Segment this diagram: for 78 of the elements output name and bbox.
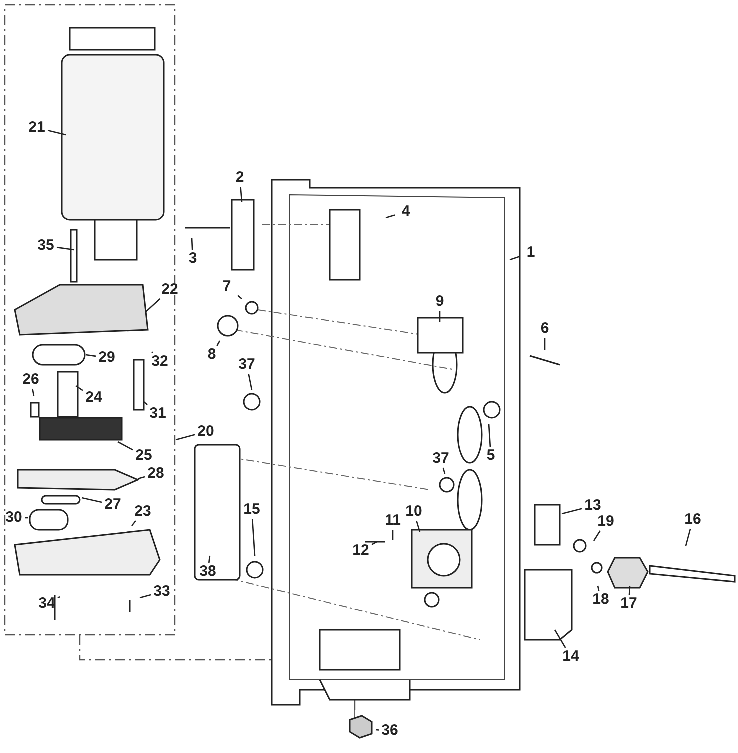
leader-line — [628, 586, 631, 596]
leader-line — [82, 497, 102, 504]
callout-number: 24 — [83, 389, 105, 407]
leader-line — [248, 374, 253, 390]
leader-line — [416, 520, 421, 532]
callout-number: 8 — [201, 346, 223, 364]
leader-line — [48, 130, 66, 136]
leader-line — [191, 238, 194, 250]
callout-number: 1 — [520, 244, 542, 262]
callout-number: 22 — [159, 281, 181, 299]
callout-number: 37 — [430, 450, 452, 468]
callout-number: 35 — [35, 237, 57, 255]
callout-number: 10 — [403, 503, 425, 521]
callout-number: 28 — [145, 465, 167, 483]
callout-number: 11 — [382, 512, 404, 530]
callout-number: 5 — [480, 447, 502, 465]
leader-line — [86, 354, 96, 358]
callout-number: 38 — [197, 563, 219, 581]
callout-number: 6 — [534, 320, 556, 338]
callout-number: 31 — [147, 405, 169, 423]
leader-line — [144, 402, 148, 406]
leader-line — [216, 340, 221, 346]
callout-number: 27 — [102, 496, 124, 514]
leader-line — [25, 517, 28, 519]
leader-line — [140, 594, 152, 599]
callout-number: 12 — [350, 542, 372, 560]
leader-line — [176, 434, 196, 441]
callout-number: 19 — [595, 513, 617, 531]
leader-line — [442, 468, 446, 474]
leader-line — [685, 528, 692, 546]
leader-line — [562, 508, 582, 515]
leader-line — [76, 385, 84, 392]
callout-number: 25 — [133, 447, 155, 465]
callout-number: 30 — [3, 509, 25, 527]
leader-line — [510, 256, 520, 261]
leader-line — [238, 295, 242, 300]
callout-number: 34 — [36, 595, 58, 613]
callout-number: 21 — [26, 119, 48, 137]
callout-number: 3 — [182, 250, 204, 268]
leader-line — [593, 530, 601, 542]
leader-line — [544, 338, 546, 350]
leader-line — [146, 298, 161, 312]
leader-line — [32, 388, 35, 396]
leader-line — [554, 630, 566, 648]
callout-number: 23 — [132, 503, 154, 521]
callout-number: 4 — [395, 203, 417, 221]
callout-number: 18 — [590, 591, 612, 609]
leader-line — [597, 586, 600, 592]
callout-number: 16 — [682, 511, 704, 529]
callout-number: 37 — [236, 356, 258, 374]
leader-line — [152, 352, 154, 354]
leader-line — [208, 556, 211, 564]
leader-line — [439, 311, 441, 322]
leader-line — [252, 518, 256, 556]
callout-number: 13 — [582, 497, 604, 515]
callout-number: 29 — [96, 349, 118, 367]
callout-number: 36 — [379, 722, 401, 740]
callout-number: 7 — [216, 278, 238, 296]
leader-line — [376, 729, 380, 731]
leader-line — [372, 541, 378, 546]
leader-line — [138, 476, 146, 480]
callout-number: 14 — [560, 648, 582, 666]
callout-number: 15 — [241, 501, 263, 519]
callout-number: 20 — [195, 423, 217, 441]
leader-line — [240, 186, 243, 202]
leader-line — [58, 596, 60, 599]
leader-line — [392, 530, 394, 540]
leader-line — [118, 441, 134, 451]
leader-line — [488, 424, 492, 448]
leader-line — [386, 214, 396, 219]
leader-line — [56, 246, 74, 251]
callout-number: 33 — [151, 583, 173, 601]
callout-number: 32 — [149, 353, 171, 371]
callout-number: 17 — [618, 595, 640, 613]
leader-line — [131, 520, 136, 526]
callout-number: 2 — [229, 169, 251, 187]
callout-number: 26 — [20, 371, 42, 389]
callout-number: 9 — [429, 293, 451, 311]
